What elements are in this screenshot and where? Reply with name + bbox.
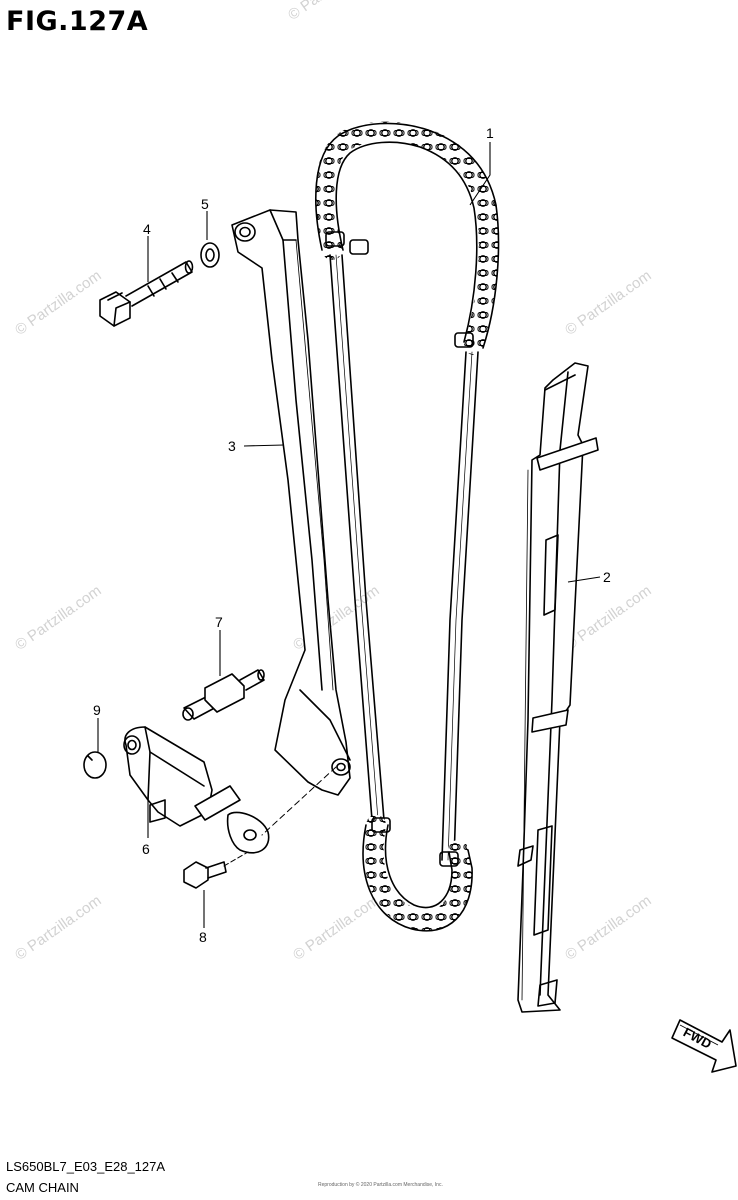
callout-6: 6 bbox=[142, 841, 150, 857]
chain-tensioner bbox=[123, 726, 270, 854]
cam-chain bbox=[315, 121, 500, 932]
bolt-part-4 bbox=[99, 260, 194, 327]
fwd-arrow-icon: FWD bbox=[671, 1019, 737, 1073]
figure-name: CAM CHAIN bbox=[6, 1180, 79, 1195]
callout-7: 7 bbox=[215, 614, 223, 630]
circlip-part-9 bbox=[83, 751, 107, 779]
tensioner-arm bbox=[231, 209, 351, 796]
copyright-note: Reproduction by © 2020 Partzilla.com Mer… bbox=[318, 1182, 443, 1188]
figure-title: FIG.127A bbox=[6, 6, 149, 37]
callout-2: 2 bbox=[603, 569, 611, 585]
callout-1: 1 bbox=[486, 125, 494, 141]
callout-5: 5 bbox=[201, 196, 209, 212]
callout-9: 9 bbox=[93, 702, 101, 718]
washer-part-5 bbox=[200, 242, 220, 268]
bolt-part-7 bbox=[182, 669, 265, 721]
figure-code: LS650BL7_E03_E28_127A bbox=[6, 1159, 166, 1174]
callout-4: 4 bbox=[143, 221, 151, 237]
callout-8: 8 bbox=[199, 929, 207, 945]
chain-guide bbox=[517, 362, 599, 1013]
leader-lines bbox=[97, 142, 601, 928]
callout-3: 3 bbox=[228, 438, 236, 454]
bolt-part-8 bbox=[183, 861, 227, 889]
